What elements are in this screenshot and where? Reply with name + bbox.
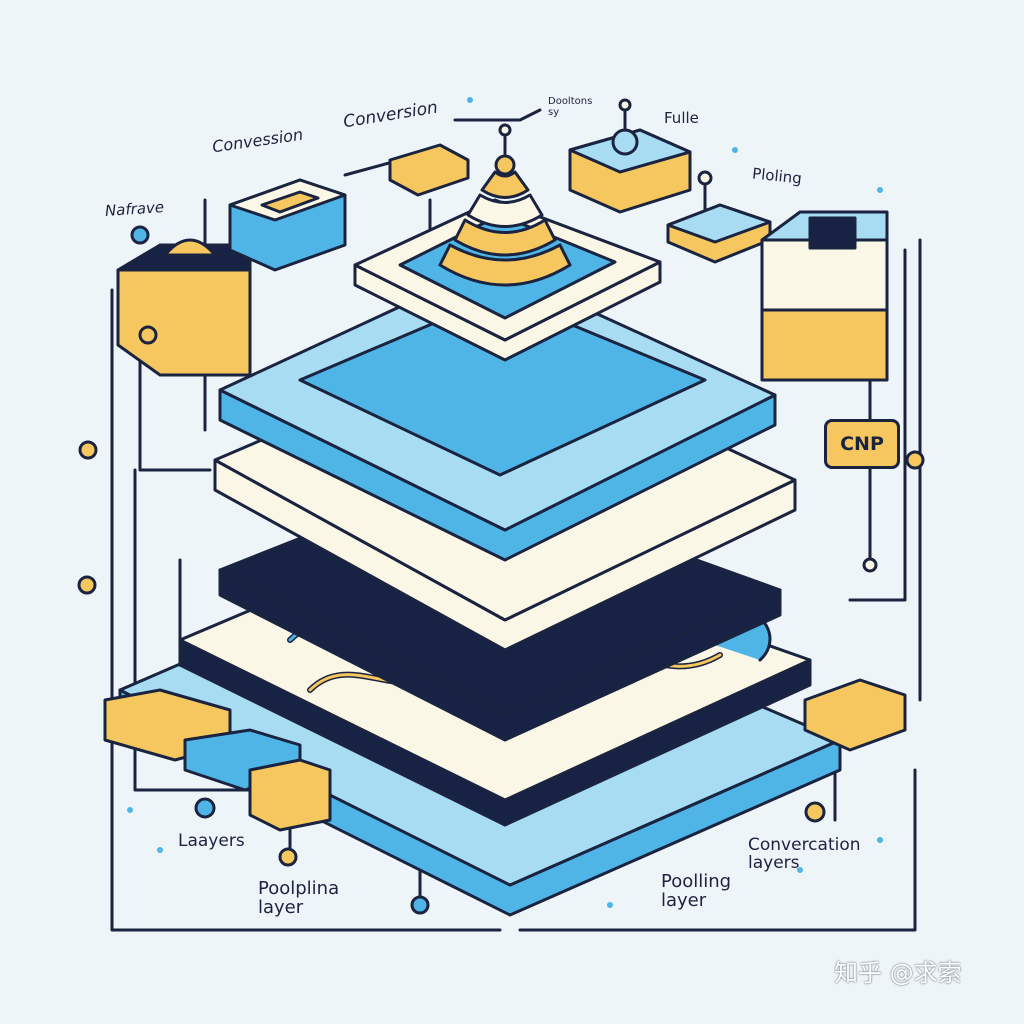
fully-label: Fulle (664, 109, 699, 127)
block-conversion (228, 178, 347, 272)
cnp-badge: CNP (824, 419, 900, 469)
small-sparkles (127, 97, 883, 908)
poolplina-layer-label: Poolplina layer (258, 878, 340, 918)
pooling-layer-label: Poolling layer (661, 871, 732, 911)
layers-label: Laayers (178, 831, 245, 851)
block-bottom-right (803, 678, 907, 752)
block-pooling-top (666, 203, 772, 264)
block-right-stack (760, 210, 889, 382)
conversation-layers-label: Convercation layers (748, 835, 861, 873)
block-conversion-top (388, 143, 470, 197)
watermark: 知乎 @求索 (834, 959, 962, 987)
block-fully (568, 128, 692, 214)
block-bottom-left (103, 688, 332, 832)
doptions-label: Dooltons sy (548, 96, 593, 118)
block-left-yellow (116, 238, 252, 377)
top-cone (438, 154, 572, 287)
node-dots (77, 98, 925, 915)
layer-blue (218, 263, 777, 562)
